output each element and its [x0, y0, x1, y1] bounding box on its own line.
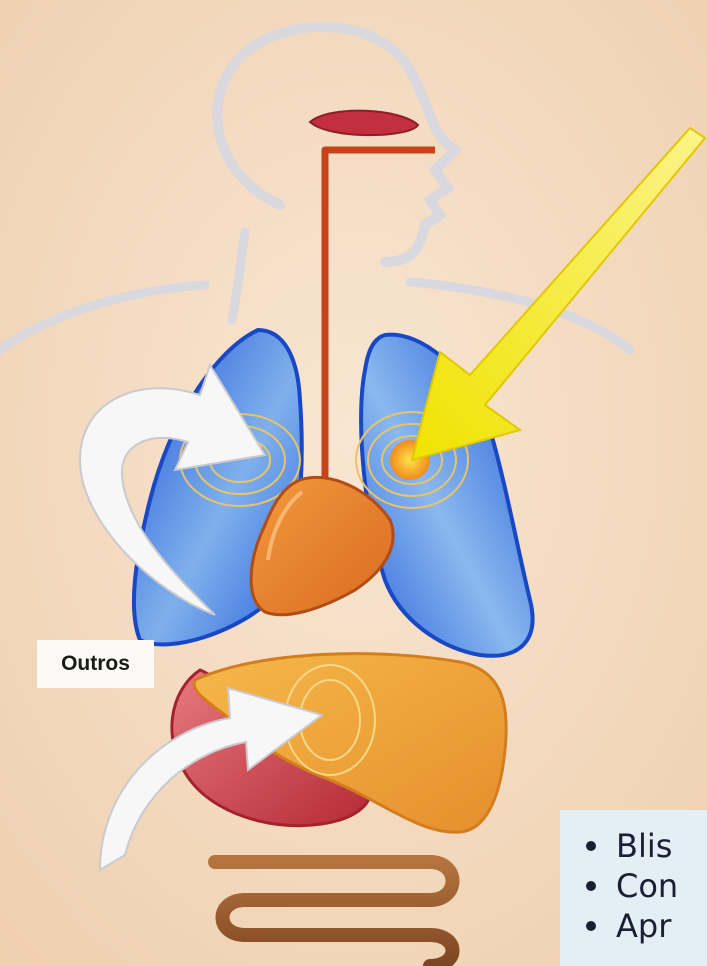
bullet-panel: Blis Con Apr: [560, 810, 707, 966]
list-item: Con: [586, 866, 707, 906]
list-item: Blis: [586, 826, 707, 866]
outros-label: Outros: [37, 640, 154, 688]
bullet-list: Blis Con Apr: [560, 810, 707, 946]
list-item: Apr: [586, 906, 707, 946]
